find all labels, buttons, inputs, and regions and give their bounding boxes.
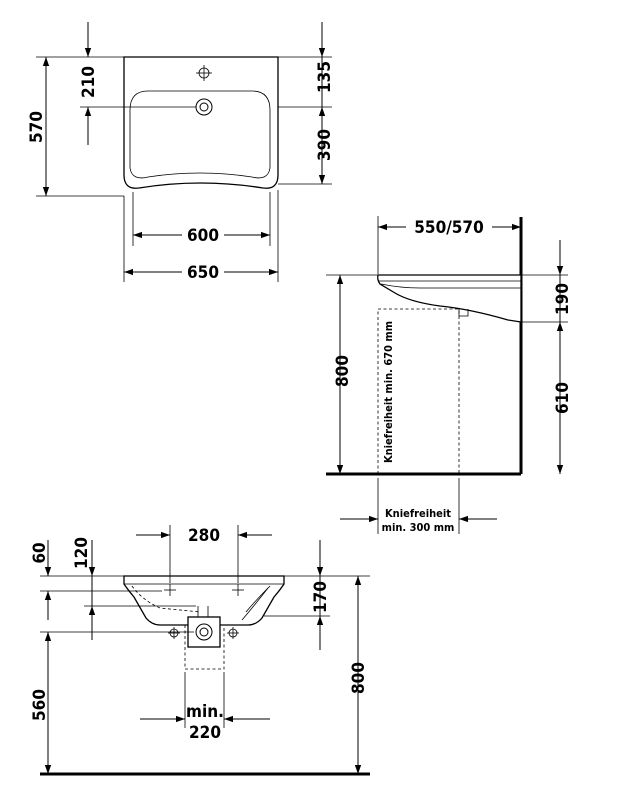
front-view: 60 120 280 170 800 560 min. 220 xyxy=(30,525,370,776)
basin-top-outline xyxy=(123,56,279,189)
fixing-hole-right xyxy=(227,627,239,639)
dim-220: 220 xyxy=(189,723,221,743)
basin-front-outline xyxy=(123,575,285,626)
top-view: 570 210 135 390 600 650 xyxy=(27,22,335,283)
dim-800-front: 800 xyxy=(349,662,369,694)
tap-hole-left xyxy=(164,584,176,596)
basin-side-profile xyxy=(377,274,522,323)
knee-depth-note-line2: min. 300 mm xyxy=(382,521,455,534)
dim-210: 210 xyxy=(79,66,99,98)
dim-min-label: min. xyxy=(186,702,224,722)
dim-190: 190 xyxy=(553,283,573,315)
dim-135: 135 xyxy=(315,61,335,93)
dim-550-570: 550/570 xyxy=(414,218,483,238)
basin-bowl-outline xyxy=(129,90,271,179)
dim-60: 60 xyxy=(30,542,50,563)
dim-600: 600 xyxy=(187,226,219,246)
dim-280: 280 xyxy=(188,526,220,546)
fixing-hole-left xyxy=(168,627,180,639)
tap-hole xyxy=(196,65,212,81)
tap-hole-right xyxy=(232,584,244,596)
dim-650: 650 xyxy=(187,263,219,283)
dim-390: 390 xyxy=(315,129,335,161)
knee-depth-note-line1: Kniefreiheit xyxy=(385,507,451,520)
dim-800-side: 800 xyxy=(333,355,353,387)
dim-570: 570 xyxy=(27,111,47,143)
siphon-cover xyxy=(184,625,225,670)
side-view: Kniefreiheit min. 670 mm 550/570 800 190… xyxy=(326,216,573,534)
dim-560: 560 xyxy=(30,689,50,721)
dim-170: 170 xyxy=(311,581,331,613)
knee-clearance-outline xyxy=(377,308,460,474)
dim-120: 120 xyxy=(72,537,92,569)
waste-hole xyxy=(195,623,213,641)
dim-610: 610 xyxy=(553,382,573,414)
knee-height-note: Kniefreiheit min. 670 mm xyxy=(382,321,395,463)
